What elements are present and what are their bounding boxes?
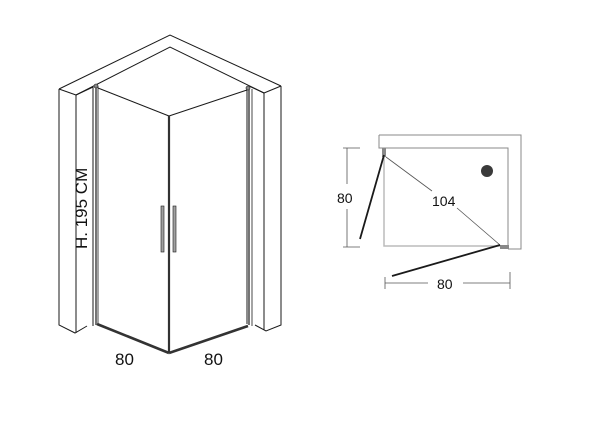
plan-width-label: 80 [437,276,453,292]
hinge-right [500,245,509,249]
diagonal-line [385,156,433,192]
width-right-label: 80 [204,350,223,369]
left-door-handle[interactable] [160,205,165,253]
diagonal-line-2 [456,207,501,246]
left-wall-profile [92,83,99,326]
door-handles[interactable] [160,205,177,253]
plan-view [343,134,522,289]
right-door-handle[interactable] [172,205,177,253]
depth-dimension-line [343,147,360,248]
width-dimension-line [384,272,511,289]
width-left-label: 80 [115,350,134,369]
plan-diagonal-label: 104 [432,193,456,209]
enclosure-outline [383,157,500,247]
plan-depth-label: 80 [337,190,353,206]
right-wall-profile [245,85,253,326]
height-label: H. 195 CM [72,167,91,249]
plan-wall [378,134,522,250]
right-open-door [391,244,501,277]
left-open-door [359,154,385,240]
drain-icon [481,165,493,177]
wall-outline [58,34,282,334]
hinge-top [382,148,386,157]
glass-top-edges [97,87,248,117]
glass-bottom-edges [96,322,249,355]
